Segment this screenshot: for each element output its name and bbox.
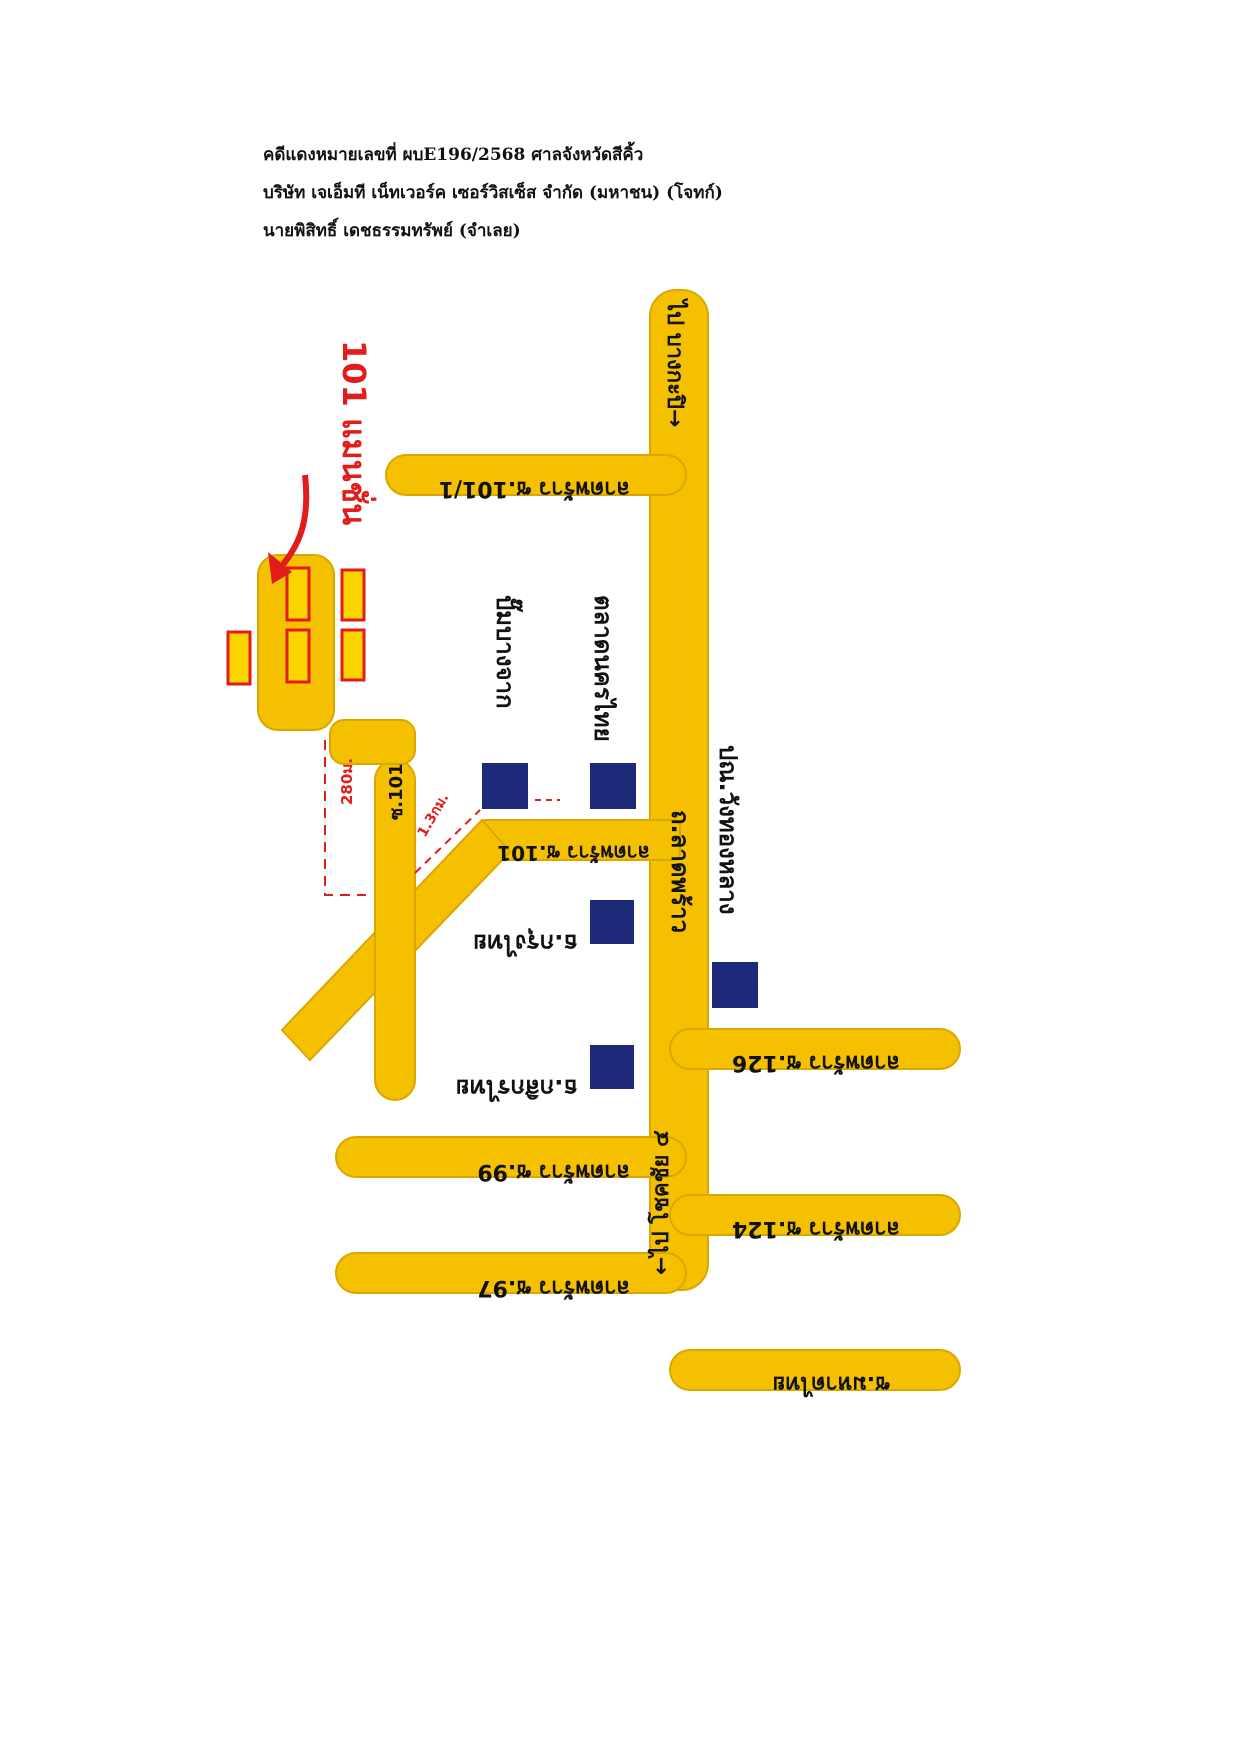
road-soi-99 bbox=[335, 1136, 687, 1178]
poi-label-post-office: ปณ.วังทองหลาง bbox=[714, 745, 742, 915]
building-block bbox=[285, 628, 311, 684]
poi-marker bbox=[712, 962, 758, 1008]
road-label-soi-mahadthai: ซ.มหาดไทย bbox=[773, 1371, 890, 1398]
poi-marker bbox=[482, 763, 528, 809]
arrow-head-icon bbox=[268, 552, 292, 584]
road-label-soi-101-1: ลาดพร้าว ซ.101/1 bbox=[439, 476, 630, 501]
road-soi-mahadthai bbox=[669, 1349, 961, 1391]
direction-north-label: ไป บางกะปิ→ bbox=[662, 298, 689, 427]
poi-marker bbox=[590, 763, 636, 809]
road-label-soi-124: ลาดพร้าว ซ.124 bbox=[732, 1216, 900, 1241]
poi-marker bbox=[590, 1045, 634, 1089]
destination-label: 101 แมนชั่น bbox=[335, 340, 377, 525]
building-block bbox=[340, 568, 366, 622]
main-road-label: ถ.ลาดพร้าว bbox=[666, 810, 694, 933]
road-label-soi-101: ลาดพร้าว ซ.101 bbox=[497, 841, 650, 865]
plaintiff-line: บริษัท เจเอ็มที เน็ทเวอร์ค เซอร์วิสเซ็ส … bbox=[263, 183, 723, 203]
building-block bbox=[285, 566, 311, 622]
direction-south-label: ←ไป โชคชัย ๔ bbox=[647, 1130, 674, 1275]
road-label-soi-126: ลาดพร้าว ซ.126 bbox=[732, 1050, 900, 1075]
building-block bbox=[340, 628, 366, 682]
poi-label-krungthai: ธ.กรุงไทย bbox=[473, 927, 578, 958]
distance-1-3km-marker bbox=[414, 809, 481, 874]
road-inner-jog bbox=[329, 719, 416, 765]
road-soi-126 bbox=[669, 1028, 961, 1070]
road-label-soi-99: ลาดพร้าว ซ.99 bbox=[477, 1159, 630, 1184]
poi-marker bbox=[590, 900, 634, 944]
distance-1-3km-label: 1.3กม. bbox=[415, 791, 453, 840]
building-block bbox=[226, 630, 252, 686]
defendant-line: นายพิสิทธิ์ เดชธรรมทรัพย์ (จำเลย) bbox=[263, 221, 521, 241]
road-soi-97 bbox=[335, 1252, 687, 1294]
road-soi-101-1 bbox=[385, 454, 687, 496]
case-number-line: คดีแดงหมายเลขที่ ผบE196/2568 ศาลจังหวัดส… bbox=[263, 145, 644, 165]
distance-280m-label: 280ม. bbox=[338, 758, 356, 805]
poi-label-talad-nakhonthai: ตลาดนครไทย bbox=[589, 595, 618, 742]
poi-label-kasikorn: ธ.กสิกรไทย bbox=[456, 1074, 578, 1103]
road-label-inner-soi-101: ซ.101 bbox=[386, 763, 407, 820]
poi-label-bangchak: ปั๊มบางจาก bbox=[491, 595, 524, 709]
road-soi-124 bbox=[669, 1194, 961, 1236]
road-label-soi-97: ลาดพร้าว ซ.97 bbox=[477, 1275, 630, 1300]
distance-280m-marker bbox=[324, 740, 366, 896]
document-header: คดีแดงหมายเลขที่ ผบE196/2568 ศาลจังหวัดส… bbox=[263, 136, 723, 250]
destination-arrow bbox=[277, 474, 310, 570]
